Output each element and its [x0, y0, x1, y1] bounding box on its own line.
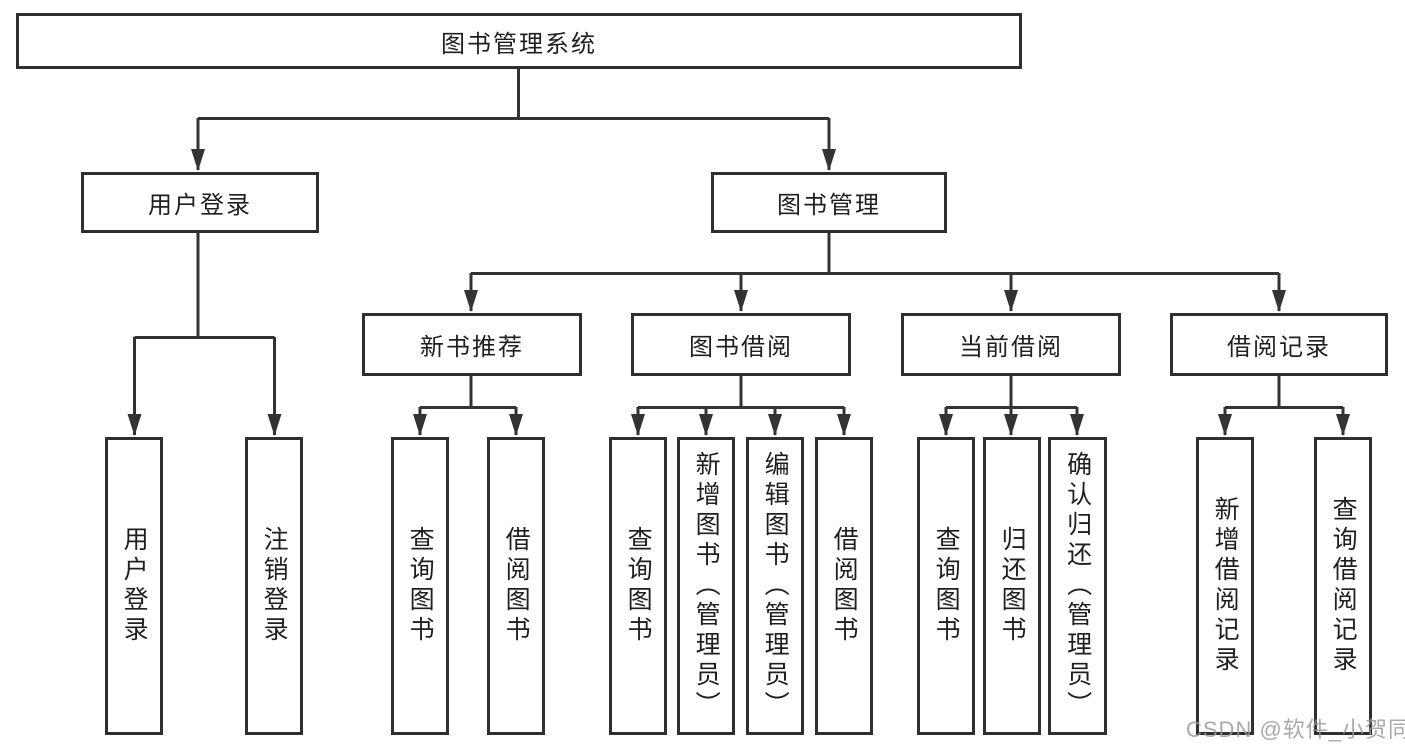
node-book-borrow: 图书借阅	[631, 313, 851, 376]
leaf-query-borrow-record-label: 查询借阅记录	[1329, 496, 1358, 676]
leaf-user-login-label: 用户登录	[120, 526, 149, 646]
node-book-borrow-label: 图书借阅	[689, 334, 793, 361]
leaf-query-books-recommend-label: 查询图书	[406, 526, 435, 646]
leaf-borrow-books-recommend: 借阅图书	[487, 437, 545, 735]
leaf-logout-login: 注销登录	[245, 437, 303, 735]
leaf-confirm-return-admin: 确认归还（管理员）	[1048, 437, 1107, 735]
leaf-add-books-admin-label: 新增图书（管理员）	[692, 451, 721, 721]
node-root: 图书管理系统	[16, 13, 1022, 69]
leaf-add-borrow-record-label: 新增借阅记录	[1211, 496, 1240, 676]
leaf-add-books-admin: 新增图书（管理员）	[677, 437, 735, 735]
node-new-book-recommend: 新书推荐	[362, 313, 582, 376]
leaf-borrow-books: 借阅图书	[815, 437, 873, 735]
leaf-logout-login-label: 注销登录	[260, 526, 289, 646]
watermark: CSDN @软件_小贺同学	[1186, 717, 1405, 742]
leaf-confirm-return-admin-label: 确认归还（管理员）	[1063, 451, 1092, 721]
node-current-borrow-label: 当前借阅	[959, 334, 1063, 361]
leaf-edit-books-admin-label: 编辑图书（管理员）	[761, 451, 790, 721]
leaf-query-books-recommend: 查询图书	[391, 437, 449, 735]
node-user-login: 用户登录	[81, 172, 319, 233]
leaf-borrow-books-recommend-label: 借阅图书	[502, 526, 531, 646]
leaf-return-books-label: 归还图书	[998, 526, 1027, 646]
leaf-borrow-books-label: 借阅图书	[830, 526, 859, 646]
leaf-query-books-borrow: 查询图书	[609, 437, 667, 735]
node-current-borrow: 当前借阅	[901, 313, 1121, 376]
leaf-query-books-current: 查询图书	[917, 437, 975, 735]
node-new-book-recommend-label: 新书推荐	[420, 334, 524, 361]
node-book-management: 图书管理	[711, 172, 947, 233]
leaf-user-login: 用户登录	[105, 437, 163, 735]
leaf-query-books-current-label: 查询图书	[932, 526, 961, 646]
node-book-management-label: 图书管理	[777, 192, 881, 219]
node-borrow-records: 借阅记录	[1170, 313, 1388, 376]
node-borrow-records-label: 借阅记录	[1227, 334, 1331, 361]
node-user-login-label: 用户登录	[148, 192, 252, 219]
leaf-return-books: 归还图书	[983, 437, 1041, 735]
leaf-add-borrow-record: 新增借阅记录	[1196, 437, 1254, 735]
leaf-query-borrow-record: 查询借阅记录	[1314, 437, 1372, 735]
leaf-query-books-borrow-label: 查询图书	[624, 526, 653, 646]
leaf-edit-books-admin: 编辑图书（管理员）	[746, 437, 804, 735]
node-root-label: 图书管理系统	[441, 30, 597, 58]
